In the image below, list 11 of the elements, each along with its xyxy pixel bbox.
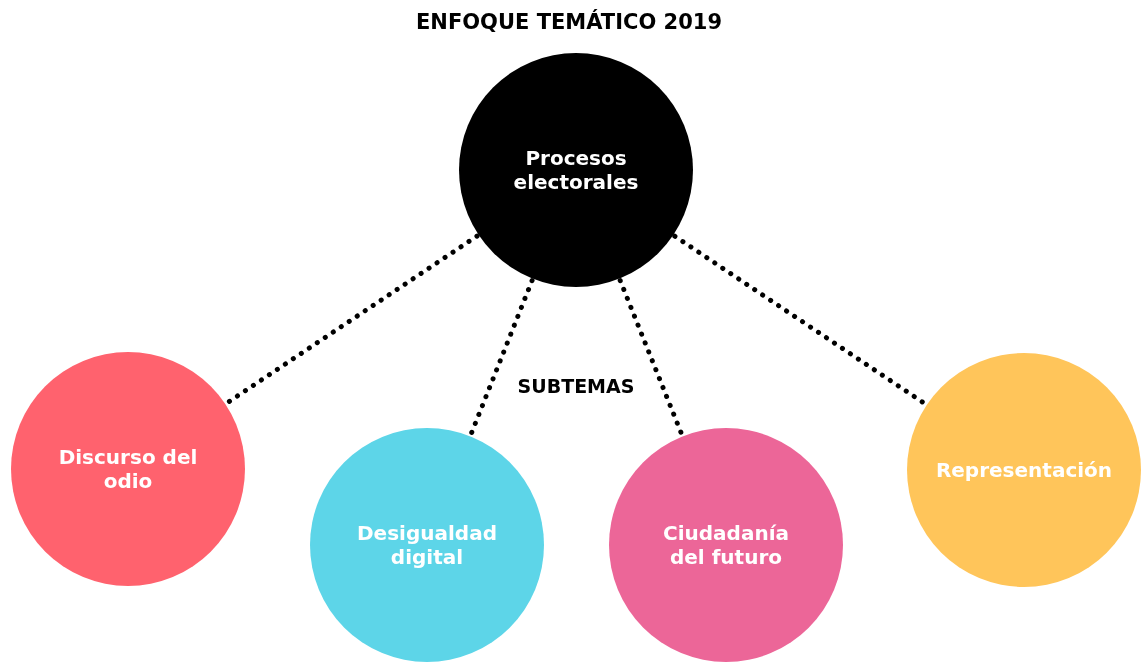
topic-label: Discurso del odio: [58, 445, 198, 493]
diagram-title: ENFOQUE TEMÁTICO 2019: [415, 10, 723, 34]
topic-label: Ciudadanía del futuro: [662, 521, 790, 569]
dotted-connector: [617, 278, 685, 437]
section-label: SUBTEMAS: [517, 375, 635, 397]
topic-label: Representación: [935, 458, 1113, 482]
dotted-connector: [468, 278, 535, 437]
topic-label: Procesos electorales: [512, 146, 640, 194]
dotted-connector: [672, 233, 928, 407]
topic-label: Desigualdad digital: [356, 521, 498, 569]
dotted-connector: [224, 233, 480, 406]
